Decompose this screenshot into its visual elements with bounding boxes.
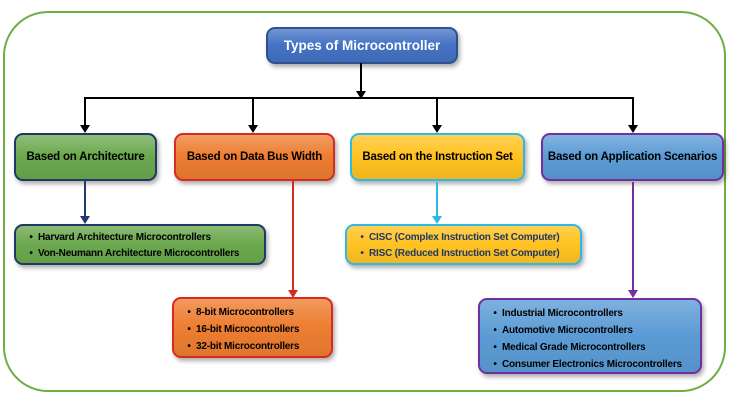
list-item: 32-bit Microcontrollers	[182, 338, 329, 355]
list-item: Medical Grade Microcontrollers	[488, 339, 698, 356]
branch-instruction-node: Based on the Instruction Set	[350, 133, 525, 181]
list-item-label: Automotive Microcontrollers	[502, 325, 633, 336]
list-item-label: CISC (Complex Instruction Set Computer)	[369, 232, 560, 243]
tree-horizontal-line	[84, 97, 634, 99]
list-databus-items: 8-bit Microcontrollers 16-bit Microcontr…	[174, 299, 331, 355]
list-item-label: 32-bit Microcontrollers	[196, 341, 300, 352]
list-item-label: 8-bit Microcontrollers	[196, 307, 294, 318]
list-instruction-items: CISC (Complex Instruction Set Computer) …	[347, 226, 580, 262]
tree-drop-line-instruction	[436, 99, 438, 125]
list-item: Harvard Architecture Microcontrollers	[24, 230, 262, 246]
tree-drop-arrow-architecture-icon	[80, 125, 90, 133]
tree-drop-arrow-databus-icon	[248, 125, 258, 133]
connector-line-application	[632, 182, 634, 291]
list-application-items: Industrial Microcontrollers Automotive M…	[480, 300, 700, 373]
root-node-label: Types of Microcontroller	[283, 38, 441, 53]
list-databus-node: 8-bit Microcontrollers 16-bit Microcontr…	[172, 297, 333, 358]
connector-arrow-application-icon	[628, 290, 638, 298]
tree-drop-line-architecture	[84, 99, 86, 125]
tree-drop-arrow-instruction-icon	[432, 125, 442, 133]
branch-application-node: Based on Application Scenarios	[541, 133, 724, 181]
list-item-label: Consumer Electronics Microcontrollers	[502, 359, 682, 370]
list-item-label: Medical Grade Microcontrollers	[502, 342, 646, 353]
list-architecture-items: Harvard Architecture Microcontrollers Vo…	[16, 226, 264, 262]
connector-arrow-architecture-icon	[80, 216, 90, 224]
list-item: Von-Neumann Architecture Microcontroller…	[24, 246, 262, 262]
list-item: Industrial Microcontrollers	[488, 305, 698, 322]
list-instruction-node: CISC (Complex Instruction Set Computer) …	[345, 224, 582, 265]
list-item: Automotive Microcontrollers	[488, 322, 698, 339]
connector-line-databus	[292, 181, 294, 291]
list-item-label: RISC (Reduced Instruction Set Computer)	[369, 248, 560, 259]
list-architecture-node: Harvard Architecture Microcontrollers Vo…	[14, 224, 266, 265]
branch-databus-node: Based on Data Bus Width	[174, 133, 335, 181]
tree-drop-line-application	[632, 99, 634, 125]
list-item: RISC (Reduced Instruction Set Computer)	[355, 246, 578, 262]
list-item-label: Harvard Architecture Microcontrollers	[38, 232, 211, 243]
branch-architecture-node: Based on Architecture	[14, 133, 157, 181]
branch-instruction-label: Based on the Instruction Set	[362, 150, 513, 163]
connector-arrow-databus-icon	[288, 290, 298, 298]
tree-stem-line	[360, 63, 362, 91]
connector-line-instruction	[436, 182, 438, 217]
list-item: 8-bit Microcontrollers	[182, 304, 329, 321]
tree-drop-arrow-application-icon	[628, 125, 638, 133]
connector-line-architecture	[84, 181, 86, 217]
tree-drop-line-databus	[252, 99, 254, 125]
list-item: Consumer Electronics Microcontrollers	[488, 356, 698, 373]
root-node: Types of Microcontroller	[266, 27, 458, 64]
connector-arrow-instruction-icon	[432, 216, 442, 224]
list-item: 16-bit Microcontrollers	[182, 321, 329, 338]
list-application-node: Industrial Microcontrollers Automotive M…	[478, 298, 702, 374]
tree-stem-arrow-icon	[356, 91, 366, 99]
list-item: CISC (Complex Instruction Set Computer)	[355, 230, 578, 246]
list-item-label: 16-bit Microcontrollers	[196, 324, 300, 335]
branch-databus-label: Based on Data Bus Width	[186, 150, 323, 163]
branch-application-label: Based on Application Scenarios	[547, 150, 718, 163]
list-item-label: Industrial Microcontrollers	[502, 308, 623, 319]
branch-architecture-label: Based on Architecture	[26, 150, 145, 163]
list-item-label: Von-Neumann Architecture Microcontroller…	[38, 248, 240, 259]
